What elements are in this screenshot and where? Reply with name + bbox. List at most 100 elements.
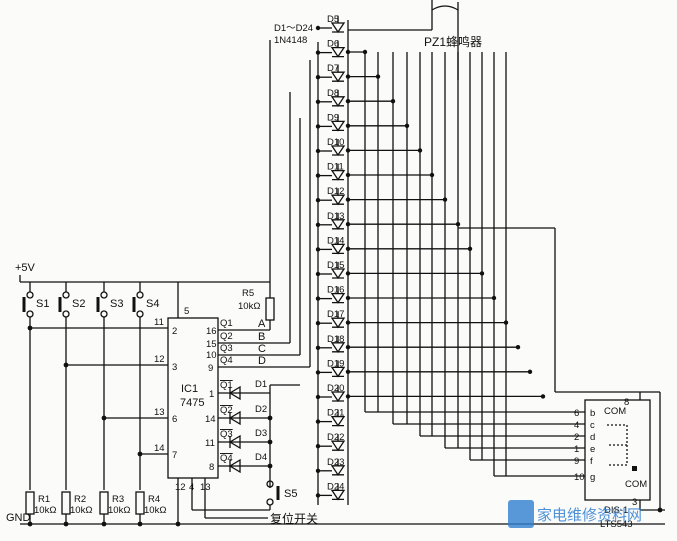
com-bottom-label: COM bbox=[625, 479, 647, 490]
matrix-diode-label: D23 bbox=[327, 457, 344, 468]
matrix-diode-label: D15 bbox=[327, 260, 344, 271]
matrix-diode-d7: D7 bbox=[315, 63, 346, 83]
r4-ref: R4 bbox=[148, 494, 160, 505]
matrix-diode-d14: D14 bbox=[315, 235, 346, 255]
diode-d3: D3 bbox=[228, 428, 267, 450]
input-wires: 11 12 13 14 bbox=[27, 317, 168, 490]
ic-pin-11: 11 bbox=[205, 438, 215, 449]
buzzer-label: 蜂鸣器 bbox=[446, 34, 482, 49]
diode-matrix: D5D6D7D8D9D10D11D12D13D14D15D16D17D18D19… bbox=[315, 14, 346, 501]
segment-e: e bbox=[590, 444, 595, 455]
matrix-diode-label: D24 bbox=[327, 481, 344, 492]
junction bbox=[345, 148, 351, 153]
junction bbox=[527, 369, 533, 374]
matrix-diode-label: D9 bbox=[327, 112, 339, 123]
junction bbox=[345, 394, 351, 399]
switch-label-s4: S4 bbox=[146, 298, 159, 310]
junction bbox=[345, 345, 351, 350]
ic-pin-10: 10 bbox=[206, 350, 217, 361]
matrix-diode-label: D7 bbox=[327, 63, 339, 74]
switch-s3: S3 bbox=[96, 282, 123, 318]
d2-label: D2 bbox=[255, 404, 267, 415]
buzzer-pz1: PZ1 蜂鸣器 bbox=[348, 0, 482, 80]
buzzer-ref: PZ1 bbox=[424, 35, 446, 49]
matrix-diode-d5: D5 bbox=[315, 14, 346, 34]
junction bbox=[345, 222, 351, 227]
resistor-r3: R3 10kΩ bbox=[99, 491, 130, 516]
com-pin-3: 3 bbox=[632, 497, 637, 508]
q2-label: Q2 bbox=[220, 331, 233, 342]
junction bbox=[345, 271, 351, 276]
ic-pin-3: 3 bbox=[172, 362, 177, 373]
nq4-label: Q4 bbox=[220, 453, 233, 464]
switch-label-s2: S2 bbox=[72, 298, 85, 310]
ic-pin-12: 12 bbox=[175, 482, 186, 493]
diode-d4: D4 bbox=[228, 452, 267, 474]
matrix-diode-d19: D19 bbox=[315, 358, 346, 378]
matrix-diode-d11: D11 bbox=[315, 162, 346, 181]
diode-range-label: D1～D24 bbox=[274, 23, 313, 34]
matrix-diode-label: D8 bbox=[327, 88, 339, 99]
matrix-diode-d21: D21 bbox=[315, 408, 346, 427]
resistor-r4: R4 10kΩ bbox=[135, 491, 166, 516]
r5-val: 10kΩ bbox=[238, 301, 260, 312]
display-pin-1: 1 bbox=[574, 444, 579, 455]
matrix-diode-d10: D10 bbox=[315, 137, 346, 157]
matrix-diode-d16: D16 bbox=[315, 285, 346, 304]
matrix-diode-d18: D18 bbox=[315, 334, 346, 353]
matrix-diode-label: D6 bbox=[327, 39, 339, 50]
r1-ref: R1 bbox=[38, 494, 50, 505]
d1-label: D1 bbox=[255, 379, 267, 390]
display-pin-10: 10 bbox=[574, 472, 585, 483]
matrix-diode-d15: D15 bbox=[315, 260, 346, 280]
matrix-diode-label: D19 bbox=[327, 358, 344, 369]
matrix-diode-label: D22 bbox=[327, 432, 344, 443]
ic-ref: IC1 bbox=[181, 383, 198, 395]
matrix-diode-label: D18 bbox=[327, 334, 344, 345]
diode-d1: D1 bbox=[228, 379, 267, 401]
switch-s4: S4 bbox=[132, 282, 159, 318]
bus-d-label: D bbox=[258, 355, 266, 367]
matrix-diode-d9: D9 bbox=[315, 112, 346, 132]
q1-label: Q1 bbox=[220, 318, 233, 329]
d3-label: D3 bbox=[255, 428, 267, 439]
ext-pin-12: 12 bbox=[154, 354, 165, 365]
diode-d2: D2 bbox=[228, 404, 267, 426]
diode-part-label: 1N4148 bbox=[274, 35, 307, 46]
ic1-chip: IC1 7475 2 3 6 7 5 16 15 10 9 1 14 11 8 … bbox=[167, 306, 270, 524]
junction bbox=[345, 74, 351, 79]
gnd-label: GND bbox=[6, 512, 31, 524]
watermark: 家电维修资料网 bbox=[508, 500, 642, 528]
matrix-diode-label: D16 bbox=[327, 285, 344, 296]
ic-part: 7475 bbox=[180, 397, 204, 409]
watermark-text: 家电维修资料网 bbox=[537, 506, 642, 524]
ground-rail: GND bbox=[6, 512, 665, 527]
row-wires bbox=[345, 49, 640, 477]
matrix-diode-d12: D12 bbox=[315, 186, 346, 206]
ic-pin-9: 9 bbox=[208, 363, 213, 374]
r5-ref: R5 bbox=[242, 288, 254, 299]
nq1-label: Q1 bbox=[220, 380, 233, 391]
matrix-diode-d8: D8 bbox=[315, 88, 346, 107]
segment-b: b bbox=[590, 408, 595, 419]
bus-b-label: B bbox=[258, 331, 265, 343]
reset-switch-s5: S5 复位开关 bbox=[266, 480, 318, 526]
q4-label: Q4 bbox=[220, 355, 233, 366]
ext-pin-11: 11 bbox=[154, 317, 164, 328]
junction bbox=[345, 123, 351, 128]
matrix-diode-label: D14 bbox=[327, 235, 344, 246]
resistor-r2: R2 10kΩ bbox=[61, 491, 92, 516]
display-ref: DIS-1 bbox=[604, 505, 628, 516]
display-part: LTS543 bbox=[600, 519, 633, 530]
r2-ref: R2 bbox=[74, 494, 86, 505]
r2-val: 10kΩ bbox=[70, 505, 92, 516]
junction bbox=[345, 99, 351, 104]
ic-pin-7: 7 bbox=[172, 450, 177, 461]
junction bbox=[345, 246, 351, 251]
bus-lines bbox=[269, 20, 349, 505]
junction bbox=[345, 49, 351, 55]
junction bbox=[345, 320, 351, 325]
ext-pin-14: 14 bbox=[154, 443, 165, 454]
